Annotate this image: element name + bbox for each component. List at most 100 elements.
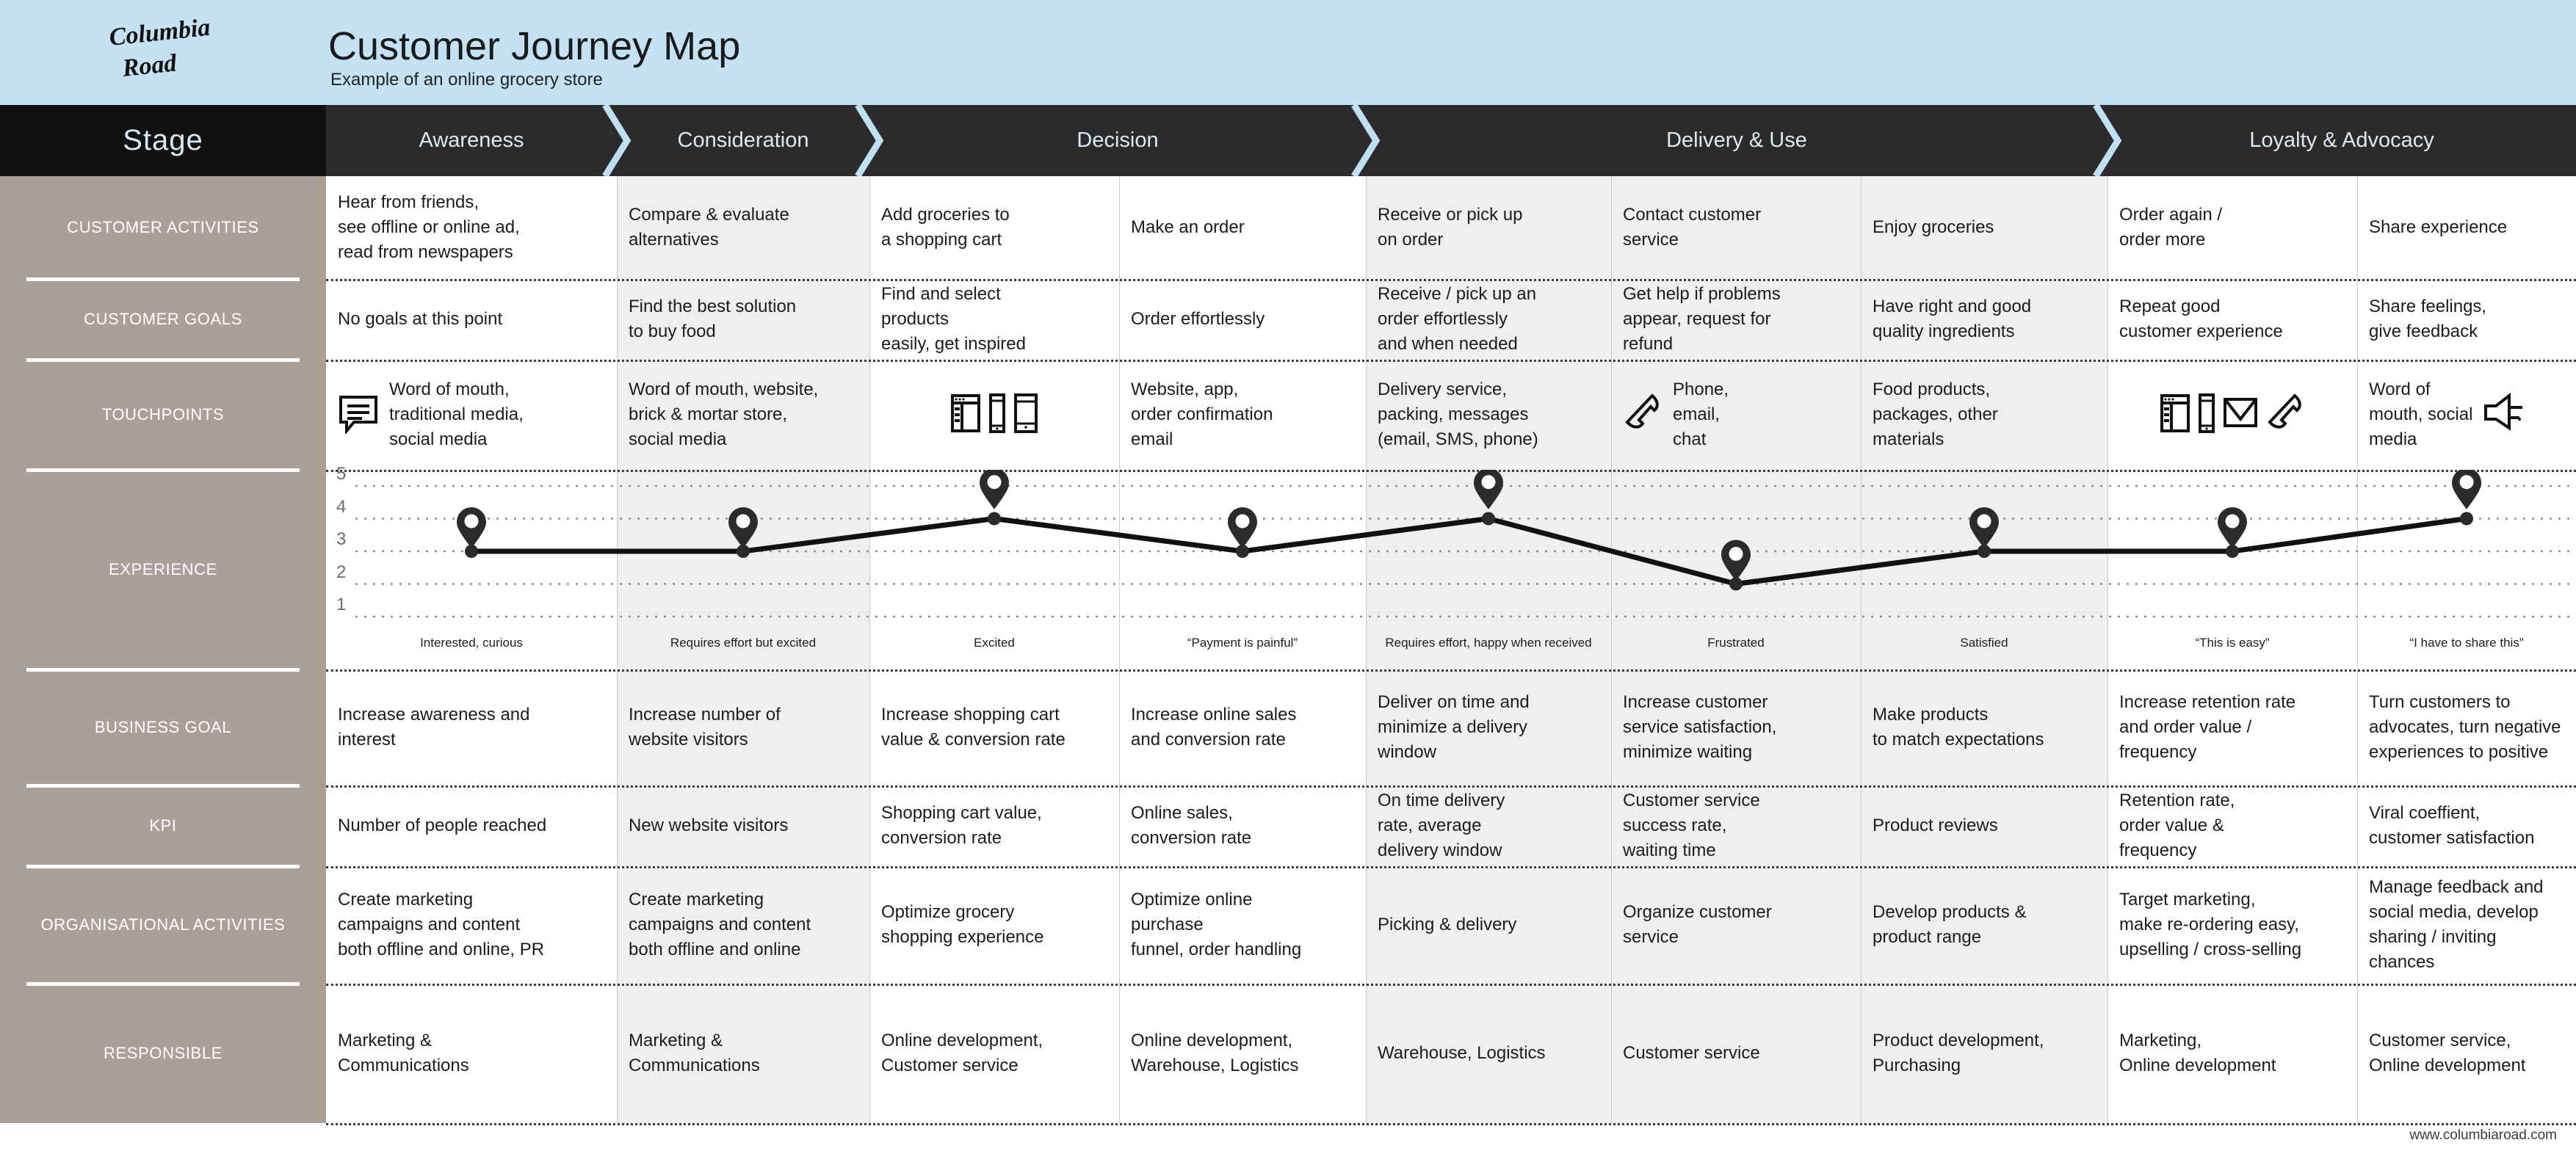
cell-text: Hear from friends, see offline or online… [338, 192, 520, 263]
stage-chevron-divider [1347, 103, 1385, 178]
cell-text: Increase customer service satisfaction, … [1623, 691, 1777, 763]
cell-responsible[interactable]: Marketing, Online development [2108, 984, 2357, 1123]
stage-label-text: Consideration [677, 128, 809, 152]
touchpoint-icon-group [2160, 393, 2305, 437]
cell-organisational-activities[interactable]: Optimize grocery shopping experience [869, 866, 1119, 984]
cell-text: Increase retention rate and order value … [2119, 691, 2296, 763]
cell-customer-goals[interactable]: Receive / pick up an order effortlessly … [1366, 279, 1611, 360]
cell-touchpoints[interactable]: Food products, packages, other materials [1861, 360, 2108, 470]
cell-customer-goals[interactable]: Find the best solution to buy food [617, 279, 869, 360]
cell-customer-activities[interactable]: Order again / order more [2108, 176, 2357, 279]
cell-organisational-activities[interactable]: Optimize online purchase funnel, order h… [1119, 866, 1366, 984]
cell-business-goal[interactable]: Increase number of website visitors [617, 669, 869, 785]
cell-customer-goals[interactable]: Have right and good quality ingredients [1861, 279, 2108, 360]
stage-awareness[interactable]: Awareness [326, 105, 617, 176]
cell-responsible[interactable]: Product development, Purchasing [1861, 984, 2108, 1123]
cell-kpi[interactable]: Customer service success rate, waiting t… [1611, 785, 1861, 866]
cell-organisational-activities[interactable]: Picking & delivery [1366, 866, 1611, 984]
cell-responsible[interactable]: Warehouse, Logistics [1366, 984, 1611, 1123]
footer-url: www.columbiaroad.com [2409, 1128, 2557, 1143]
cell-text: Increase online sales and conversion rat… [1131, 704, 1297, 749]
stage-delivery-use[interactable]: Delivery & Use [1366, 105, 2108, 176]
cell-customer-activities[interactable]: Add groceries to a shopping cart [869, 176, 1119, 279]
cell-text: Marketing & Communications [629, 1030, 760, 1075]
cell-touchpoints[interactable]: Website, app, order confirmation email [1119, 360, 1366, 470]
touchpoint-icon-group [950, 393, 1038, 437]
rail-label-organisational-activities: ORGANISATIONAL ACTIVITIES [0, 866, 326, 984]
cell-touchpoints[interactable]: Word of mouth, traditional media, social… [326, 360, 617, 470]
cell-business-goal[interactable]: Increase retention rate and order value … [2108, 669, 2357, 785]
stage-decision[interactable]: Decision [869, 105, 1366, 176]
cell-customer-goals[interactable]: Get help if problems appear, request for… [1611, 279, 1861, 360]
cell-business-goal[interactable]: Deliver on time and minimize a delivery … [1366, 669, 1611, 785]
cell-customer-activities[interactable]: Receive or pick up on order [1366, 176, 1611, 279]
cell-touchpoints[interactable] [869, 360, 1119, 470]
cell-kpi[interactable]: Retention rate, order value & frequency [2108, 785, 2357, 866]
cell-kpi[interactable]: New website visitors [617, 785, 869, 866]
stage-chevron-divider [598, 103, 636, 178]
cell-kpi[interactable]: Viral coeffient, customer satisfaction [2357, 785, 2576, 866]
cell-customer-activities[interactable]: Share experience [2357, 176, 2576, 279]
cell-customer-goals[interactable]: Order effortlessly [1119, 279, 1366, 360]
cell-organisational-activities[interactable]: Target marketing, make re-ordering easy,… [2108, 866, 2357, 984]
cell-touchpoints[interactable] [2108, 360, 2357, 470]
cell-responsible[interactable]: Marketing & Communications [326, 984, 617, 1123]
cell-text: Warehouse, Logistics [1378, 1042, 1546, 1063]
cell-text: Make an order [1131, 217, 1245, 237]
cell-responsible[interactable]: Online development, Warehouse, Logistics [1119, 984, 1366, 1123]
cell-text: Viral coeffient, customer satisfaction [2369, 802, 2535, 848]
row-divider [326, 360, 2576, 362]
cell-touchpoints[interactable]: Delivery service, packing, messages (ema… [1366, 360, 1611, 470]
cell-responsible[interactable]: Marketing & Communications [617, 984, 869, 1123]
cell-organisational-activities[interactable]: Manage feedback and social media, develo… [2357, 866, 2576, 984]
cell-kpi[interactable]: Shopping cart value, conversion rate [869, 785, 1119, 866]
cell-customer-activities[interactable]: Make an order [1119, 176, 1366, 279]
cell-kpi[interactable]: Number of people reached [326, 785, 617, 866]
column-shade-band [1366, 176, 1611, 1123]
row-divider [326, 669, 2576, 672]
cell-business-goal[interactable]: Make products to match expectations [1861, 669, 2108, 785]
cell-business-goal[interactable]: Increase awareness and interest [326, 669, 617, 785]
cell-customer-goals[interactable]: No goals at this point [326, 279, 617, 360]
browser-icon [950, 393, 981, 437]
cell-business-goal[interactable]: Increase shopping cart value & conversio… [869, 669, 1119, 785]
cell-text: Receive / pick up an order effortlessly … [1378, 283, 1537, 355]
cell-organisational-activities[interactable]: Create marketing campaigns and content b… [617, 866, 869, 984]
stage-consideration[interactable]: Consideration [617, 105, 869, 176]
touchpoint-icon-group [1623, 393, 1663, 437]
cell-customer-activities[interactable]: Contact customer service [1611, 176, 1861, 279]
rail-separator [26, 784, 300, 788]
rail-separator [26, 277, 300, 281]
cell-responsible[interactable]: Online development, Customer service [869, 984, 1119, 1123]
column-divider [617, 176, 618, 1123]
cell-touchpoints[interactable]: Word of mouth, website, brick & mortar s… [617, 360, 869, 470]
cell-organisational-activities[interactable]: Organize customer service [1611, 866, 1861, 984]
cell-kpi[interactable]: On time delivery rate, average delivery … [1366, 785, 1611, 866]
stage-loyalty-advocacy[interactable]: Loyalty & Advocacy [2108, 105, 2576, 176]
cell-customer-activities[interactable]: Enjoy groceries [1861, 176, 2108, 279]
cell-text: Receive or pick up on order [1378, 204, 1523, 250]
cell-text: Online sales, conversion rate [1131, 802, 1252, 848]
rail-separator [26, 982, 300, 986]
cell-customer-activities[interactable]: Compare & evaluate alternatives [617, 176, 869, 279]
page-title: Customer Journey Map [328, 24, 741, 68]
touchpoint-icon-group [338, 393, 379, 437]
stage-chevron-divider [2088, 103, 2127, 178]
cell-customer-goals[interactable]: Share feelings, give feedback [2357, 279, 2576, 360]
cell-kpi[interactable]: Online sales, conversion rate [1119, 785, 1366, 866]
cell-customer-goals[interactable]: Find and select products easily, get ins… [869, 279, 1119, 360]
cell-customer-goals[interactable]: Repeat good customer experience [2108, 279, 2357, 360]
cell-customer-activities[interactable]: Hear from friends, see offline or online… [326, 176, 617, 279]
cell-business-goal[interactable]: Increase online sales and conversion rat… [1119, 669, 1366, 785]
cell-business-goal[interactable]: Turn customers to advocates, turn negati… [2357, 669, 2576, 785]
cell-organisational-activities[interactable]: Create marketing campaigns and content b… [326, 866, 617, 984]
cell-text: Online development, Customer service [881, 1030, 1043, 1075]
cell-organisational-activities[interactable]: Develop products & product range [1861, 866, 2108, 984]
cell-touchpoints[interactable]: Word of mouth, social media [2357, 360, 2576, 470]
cell-responsible[interactable]: Customer service [1611, 984, 1861, 1123]
cell-kpi[interactable]: Product reviews [1861, 785, 2108, 866]
cell-business-goal[interactable]: Increase customer service satisfaction, … [1611, 669, 1861, 785]
cell-responsible[interactable]: Customer service, Online development [2357, 984, 2576, 1123]
cell-touchpoints[interactable]: Phone, email, chat [1611, 360, 1861, 470]
